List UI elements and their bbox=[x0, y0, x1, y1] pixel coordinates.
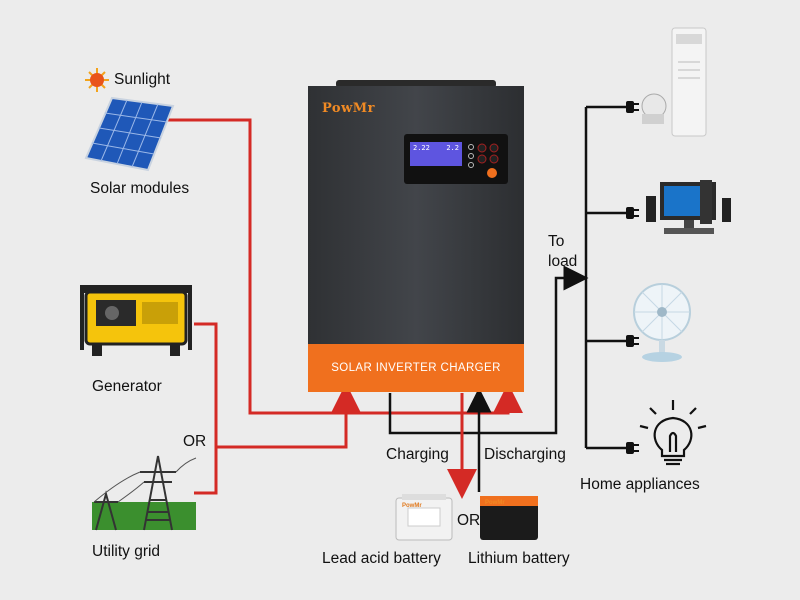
plug-icon bbox=[626, 101, 639, 113]
utility-grid-tower-icon bbox=[92, 455, 197, 531]
inverter-banner: SOLAR INVERTER CHARGER bbox=[331, 362, 501, 374]
lcd-left-value: 2.22 bbox=[413, 144, 430, 152]
solar-panel-icon bbox=[84, 96, 175, 172]
sunlight-label: Sunlight bbox=[114, 71, 171, 88]
charging-label: Charging bbox=[386, 446, 449, 463]
lithium-battery-label: Lithium battery bbox=[468, 550, 570, 567]
computer-icon bbox=[646, 180, 731, 234]
discharging-label: Discharging bbox=[484, 446, 566, 463]
lead-acid-battery-label: Lead acid battery bbox=[322, 550, 441, 567]
utility-grid-label: Utility grid bbox=[92, 543, 161, 560]
light-bulb-icon bbox=[639, 400, 707, 466]
inverter-brand: PowMr bbox=[322, 101, 376, 116]
inverter-unit bbox=[308, 80, 524, 392]
lcd-right-value: 2.2 bbox=[446, 144, 459, 152]
plug-icon bbox=[626, 442, 639, 454]
lead-acid-battery-icon bbox=[395, 494, 453, 541]
plug-icon bbox=[626, 207, 639, 219]
to-load-label-line1: To bbox=[548, 233, 565, 250]
plug-icon bbox=[626, 335, 639, 347]
generator-label: Generator bbox=[92, 378, 162, 395]
solar-line bbox=[168, 118, 523, 415]
sun-icon bbox=[85, 68, 109, 92]
air-conditioner-icon bbox=[641, 27, 707, 137]
to-load-label-line2: load bbox=[548, 253, 578, 270]
grid-line bbox=[194, 383, 361, 495]
home-appliances-label: Home appliances bbox=[580, 476, 700, 493]
lithium-battery-brand: PowMr bbox=[485, 500, 505, 506]
source-or-label: OR bbox=[183, 433, 207, 450]
load-line bbox=[388, 105, 628, 450]
generator-icon bbox=[80, 285, 192, 356]
fan-icon bbox=[633, 283, 691, 362]
lithium-battery-icon bbox=[480, 496, 538, 540]
lcd-screen: 2.22 2.2 bbox=[410, 142, 462, 166]
solar-modules-label: Solar modules bbox=[90, 180, 190, 197]
lead-acid-battery-brand: PowMr bbox=[402, 503, 422, 509]
generator-line bbox=[194, 322, 218, 447]
battery-or-label: OR bbox=[457, 512, 481, 529]
